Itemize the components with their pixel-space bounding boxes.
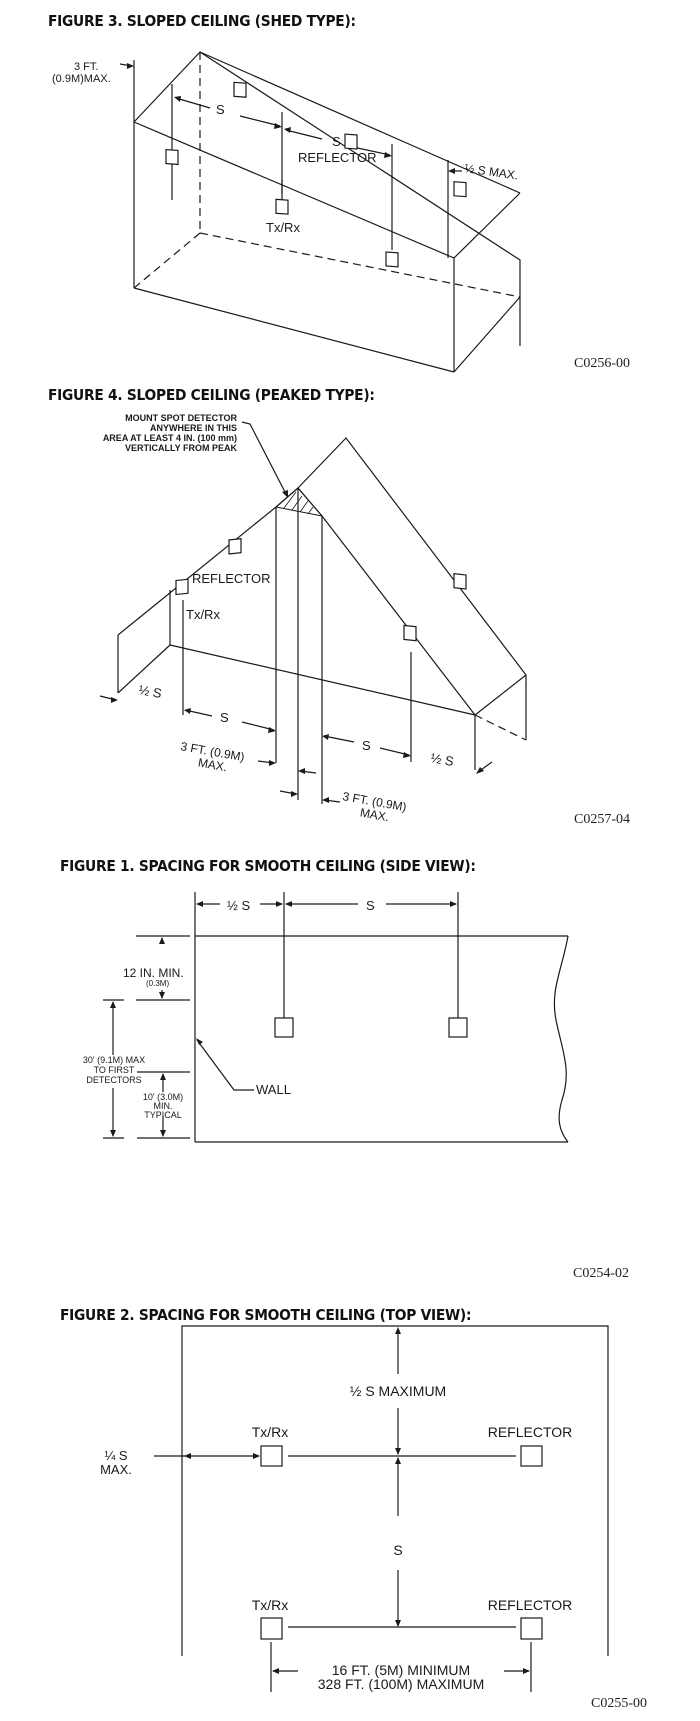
fig3-half-s-max-label: ½ S MAX. [464, 161, 519, 182]
fig3-spacing-label-1: S [216, 102, 225, 117]
fig4-half-s-right-label: ½ S [429, 750, 455, 769]
fig2-spacing-label: S [393, 1542, 402, 1558]
fig1-spacing-label: S [366, 898, 375, 913]
fig1-min-height-line-1: 10' (3.0M) [143, 1092, 183, 1102]
fig1-min-drop-line-1: 12 IN. MIN. [123, 966, 184, 980]
figure-2-code: C0255-00 [591, 1696, 647, 1711]
figure-3-title: FIGURE 3. SLOPED CEILING (SHED TYPE): [48, 12, 356, 30]
fig1-max-height-line-2: TO FIRST [94, 1065, 135, 1075]
fig3-txrx-label: Tx/Rx [266, 220, 300, 235]
figure-1-side-view-diagram: ½ S S 12 IN. MIN. (0.3M) 30' (9.1M) MAX … [83, 892, 569, 1143]
fig4-reflector-label: REFLECTOR [192, 571, 271, 586]
fig1-max-height-line-1: 30' (9.1M) MAX [83, 1055, 145, 1065]
fig2-quarter-s-line-1: ¼ S [104, 1448, 127, 1463]
fig2-txrx-top-label: Tx/Rx [252, 1424, 289, 1440]
fig2-reflector-top-label: REFLECTOR [488, 1424, 573, 1440]
fig4-spacing-right-label: S [362, 738, 371, 753]
fig4-spacing-left-label: S [220, 710, 229, 725]
fig2-quarter-s-line-2: MAX. [100, 1462, 132, 1477]
fig4-note-line-2: ANYWHERE IN THIS [150, 423, 237, 433]
figure-2-top-view-diagram: ½ S MAXIMUM ¼ S MAX. Tx/Rx REFLECTOR S T… [100, 1325, 609, 1692]
fig2-range-line-1: 16 FT. (5M) MINIMUM [332, 1662, 470, 1678]
fig3-spacing-label-2: S [332, 134, 341, 149]
fig1-wall-label: WALL [256, 1082, 291, 1097]
fig2-txrx-bottom-label: Tx/Rx [252, 1597, 289, 1613]
figure-1-code: C0254-02 [573, 1266, 629, 1281]
figure-1-title: FIGURE 1. SPACING FOR SMOOTH CEILING (SI… [60, 857, 476, 875]
figure-3-code: C0256-00 [574, 356, 630, 371]
fig1-min-height-line-3: TYPICAL [144, 1110, 182, 1120]
fig1-half-s-label: ½ S [227, 898, 250, 913]
figure-2-title: FIGURE 2. SPACING FOR SMOOTH CEILING (TO… [60, 1306, 472, 1324]
fig4-max-right-line-2: MAX. [359, 805, 390, 824]
fig2-half-s-maximum-label: ½ S MAXIMUM [350, 1383, 446, 1399]
figure-4-peaked-ceiling-diagram: MOUNT SPOT DETECTOR ANYWHERE IN THIS ARE… [99, 413, 527, 824]
fig1-min-drop-line-2: (0.3M) [146, 979, 169, 988]
figure-4-code: C0257-04 [574, 812, 630, 827]
fig4-note-line-3: AREA AT LEAST 4 IN. (100 mm) [103, 433, 237, 443]
fig2-range-line-2: 328 FT. (100M) MAXIMUM [318, 1676, 484, 1692]
fig4-half-s-left-label: ½ S [137, 682, 163, 701]
fig1-max-height-line-3: DETECTORS [86, 1075, 141, 1085]
figure-3-shed-ceiling-diagram: 3 FT. (0.9M)MAX. S S ½ S MAX. REFLECTOR … [52, 51, 521, 373]
fig4-max-left-line-2: MAX. [197, 755, 228, 774]
figure-4-title: FIGURE 4. SLOPED CEILING (PEAKED TYPE): [48, 386, 375, 404]
fig4-note-line-4: VERTICALLY FROM PEAK [125, 443, 238, 453]
fig2-reflector-bottom-label: REFLECTOR [488, 1597, 573, 1613]
fig1-min-height-line-2: MIN. [154, 1101, 173, 1111]
fig4-note-line-1: MOUNT SPOT DETECTOR [125, 413, 237, 423]
fig3-max-offset-label-2: (0.9M)MAX. [52, 73, 111, 85]
fig3-reflector-label: REFLECTOR [298, 150, 377, 165]
fig3-max-offset-label-1: 3 FT. [74, 61, 98, 73]
fig4-txrx-label: Tx/Rx [186, 607, 220, 622]
